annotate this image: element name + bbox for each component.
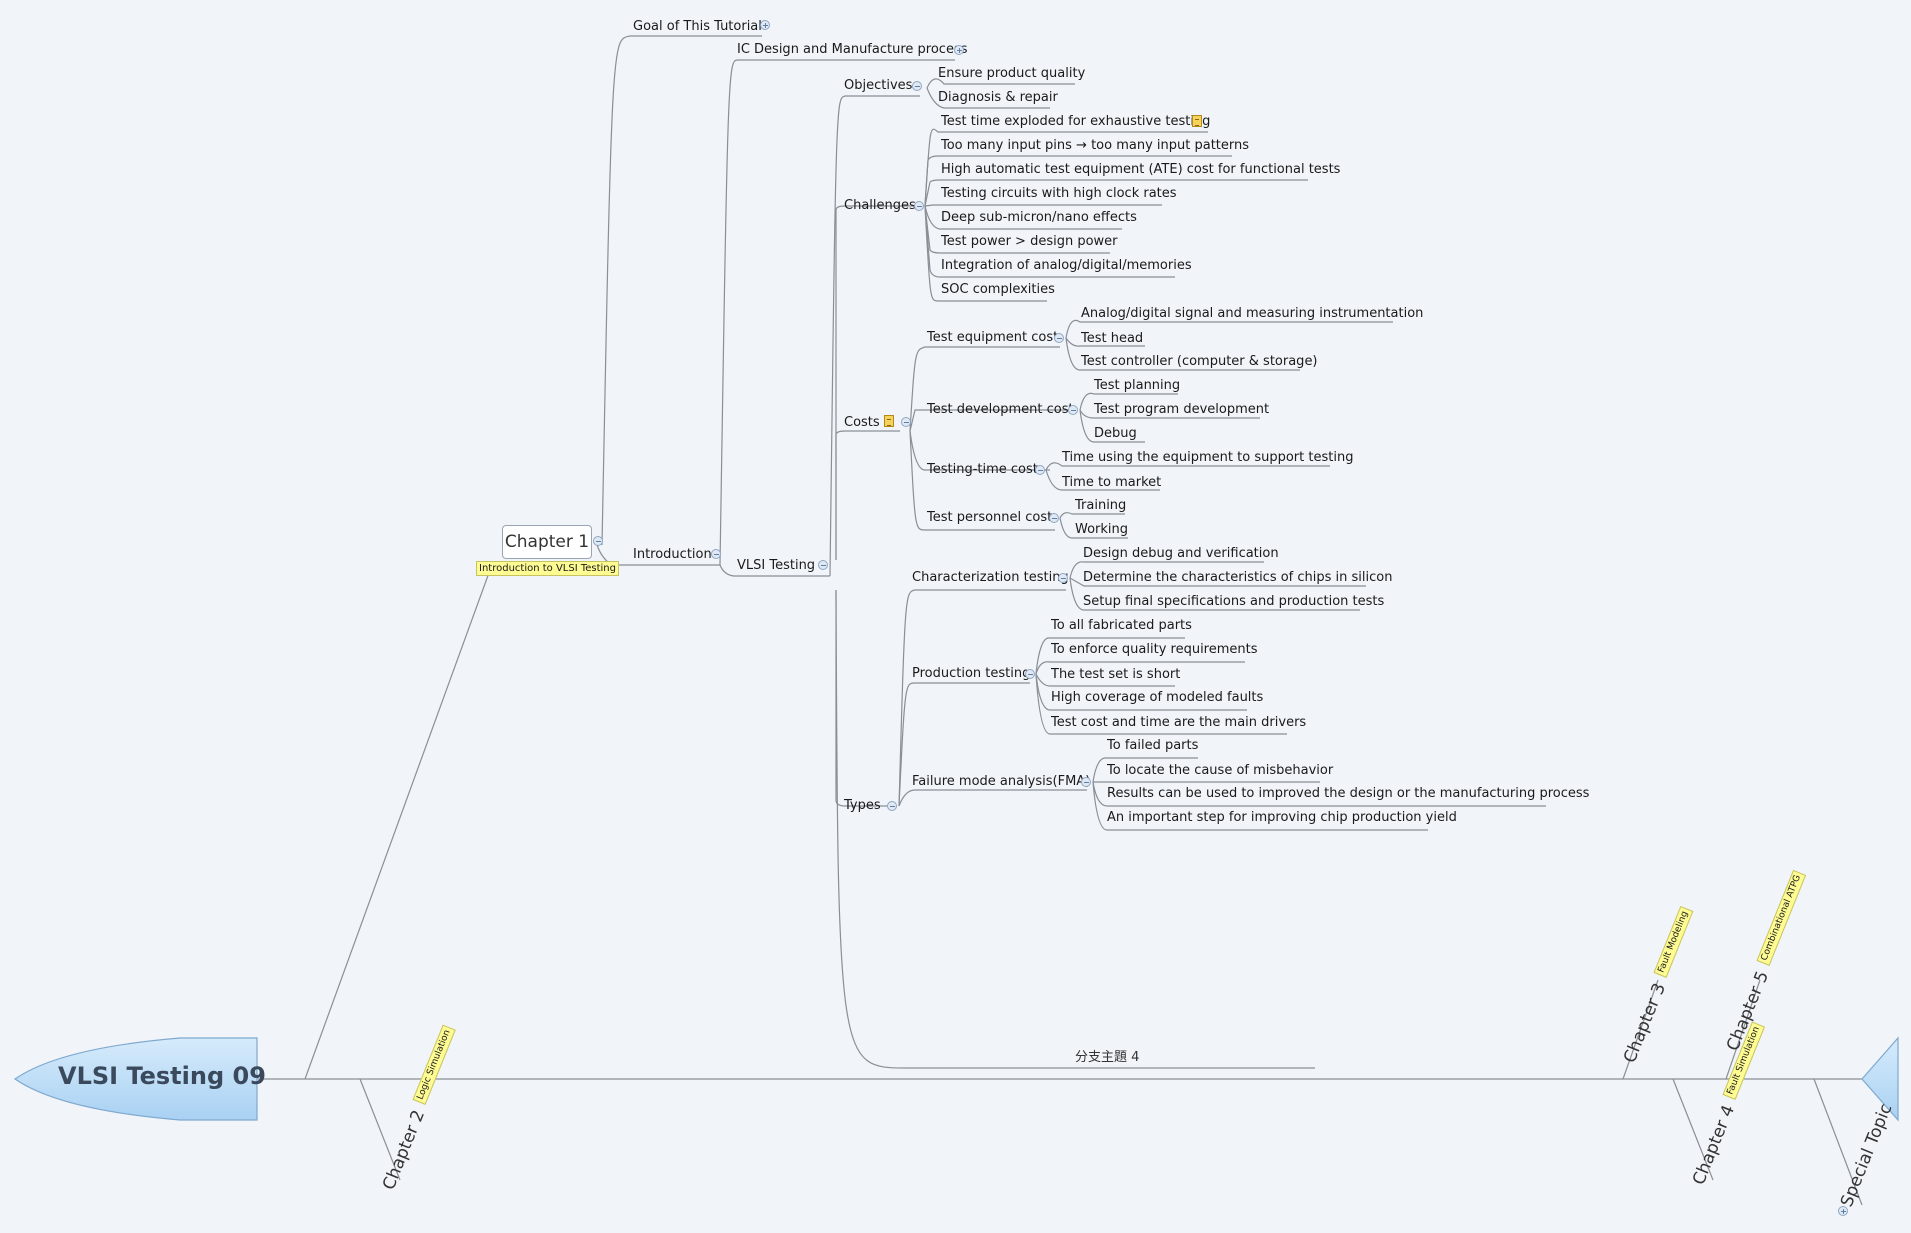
cost-item[interactable]: Test head: [1081, 331, 1144, 346]
challenges-topic[interactable]: Challenges: [844, 198, 916, 213]
cost-item[interactable]: Time to market: [1062, 475, 1162, 490]
note-icon[interactable]: [1192, 115, 1202, 127]
collapse-icon[interactable]: [1035, 465, 1045, 475]
central-topic[interactable]: VLSI Testing 09: [58, 1062, 266, 1090]
collapse-icon[interactable]: [711, 549, 721, 559]
type-item[interactable]: An important step for improving chip pro…: [1107, 810, 1457, 825]
ic-design-topic[interactable]: IC Design and Manufacture process: [737, 42, 968, 57]
type-item[interactable]: To locate the cause of misbehavior: [1107, 763, 1334, 778]
cost-item[interactable]: Time using the equipment to support test…: [1062, 450, 1354, 465]
type-item[interactable]: High coverage of modeled faults: [1051, 690, 1264, 705]
expand-icon[interactable]: [954, 45, 964, 55]
cost-item[interactable]: Analog/digital signal and measuring inst…: [1081, 306, 1424, 321]
collapse-icon[interactable]: [912, 81, 922, 91]
challenge-item[interactable]: Deep sub-micron/nano effects: [941, 210, 1137, 225]
vlsi-testing-topic[interactable]: VLSI Testing: [737, 558, 816, 573]
costs-topic[interactable]: Costs: [844, 415, 880, 430]
collapse-icon[interactable]: [1068, 405, 1078, 415]
collapse-icon[interactable]: [818, 560, 828, 570]
cost-item[interactable]: Debug: [1094, 426, 1137, 441]
cost-item[interactable]: Test program development: [1094, 402, 1270, 417]
challenge-item[interactable]: Test power > design power: [941, 234, 1118, 249]
cost-group[interactable]: Test development cost: [927, 402, 1074, 417]
introduction-topic[interactable]: Introduction: [633, 547, 712, 562]
challenge-item[interactable]: Integration of analog/digital/memories: [941, 258, 1192, 273]
collapse-icon[interactable]: [1058, 573, 1068, 583]
objective-item[interactable]: Ensure product quality: [938, 66, 1086, 81]
cost-item[interactable]: Test planning: [1094, 378, 1181, 393]
type-item[interactable]: Results can be used to improved the desi…: [1107, 786, 1590, 801]
cost-group[interactable]: Test equipment cost: [927, 330, 1059, 345]
collapse-icon[interactable]: [1025, 669, 1035, 679]
type-item[interactable]: To all fabricated parts: [1051, 618, 1192, 633]
collapse-icon[interactable]: [914, 201, 924, 211]
objective-item[interactable]: Diagnosis & repair: [938, 90, 1058, 105]
collapse-icon[interactable]: [593, 536, 603, 546]
cost-item[interactable]: Test controller (computer & storage): [1081, 354, 1318, 369]
challenge-item[interactable]: Too many input pins → too many input pat…: [941, 138, 1250, 153]
type-group[interactable]: Failure mode analysis(FMA): [912, 774, 1091, 789]
chapter1-label: Introduction to VLSI Testing: [476, 561, 619, 576]
collapse-icon[interactable]: [887, 801, 897, 811]
challenge-item[interactable]: SOC complexities: [941, 282, 1055, 297]
expand-icon[interactable]: [1838, 1206, 1848, 1216]
collapse-icon[interactable]: [1081, 777, 1091, 787]
collapse-icon[interactable]: [1054, 333, 1064, 343]
type-item[interactable]: Determine the characteristics of chips i…: [1083, 570, 1393, 585]
type-item[interactable]: To enforce quality requirements: [1051, 642, 1258, 657]
challenge-item[interactable]: Test time exploded for exhaustive testin…: [941, 114, 1211, 129]
type-item[interactable]: Design debug and verification: [1083, 546, 1279, 561]
collapse-icon[interactable]: [1049, 513, 1059, 523]
challenge-item[interactable]: Testing circuits with high clock rates: [941, 186, 1177, 201]
note-icon[interactable]: [884, 415, 894, 427]
collapse-icon[interactable]: [901, 417, 911, 427]
type-item[interactable]: Setup final specifications and productio…: [1083, 594, 1385, 609]
branch-topic-4[interactable]: 分支主題 4: [1075, 1050, 1140, 1065]
cost-item[interactable]: Training: [1075, 498, 1127, 513]
cost-group[interactable]: Test personnel cost: [927, 510, 1053, 525]
type-item[interactable]: The test set is short: [1051, 667, 1181, 682]
objectives-topic[interactable]: Objectives: [844, 78, 913, 93]
chapter1-topic[interactable]: Chapter 1: [502, 525, 592, 559]
challenge-item[interactable]: High automatic test equipment (ATE) cost…: [941, 162, 1341, 177]
cost-group[interactable]: Testing-time cost: [927, 462, 1038, 477]
type-group[interactable]: Characterization testing: [912, 570, 1069, 585]
type-item[interactable]: To failed parts: [1107, 738, 1199, 753]
type-group[interactable]: Production testing: [912, 666, 1031, 681]
expand-icon[interactable]: [760, 20, 770, 30]
type-item[interactable]: Test cost and time are the main drivers: [1051, 715, 1307, 730]
types-topic[interactable]: Types: [844, 798, 881, 813]
cost-item[interactable]: Working: [1075, 522, 1129, 537]
goal-topic[interactable]: Goal of This Tutorial: [633, 19, 762, 34]
